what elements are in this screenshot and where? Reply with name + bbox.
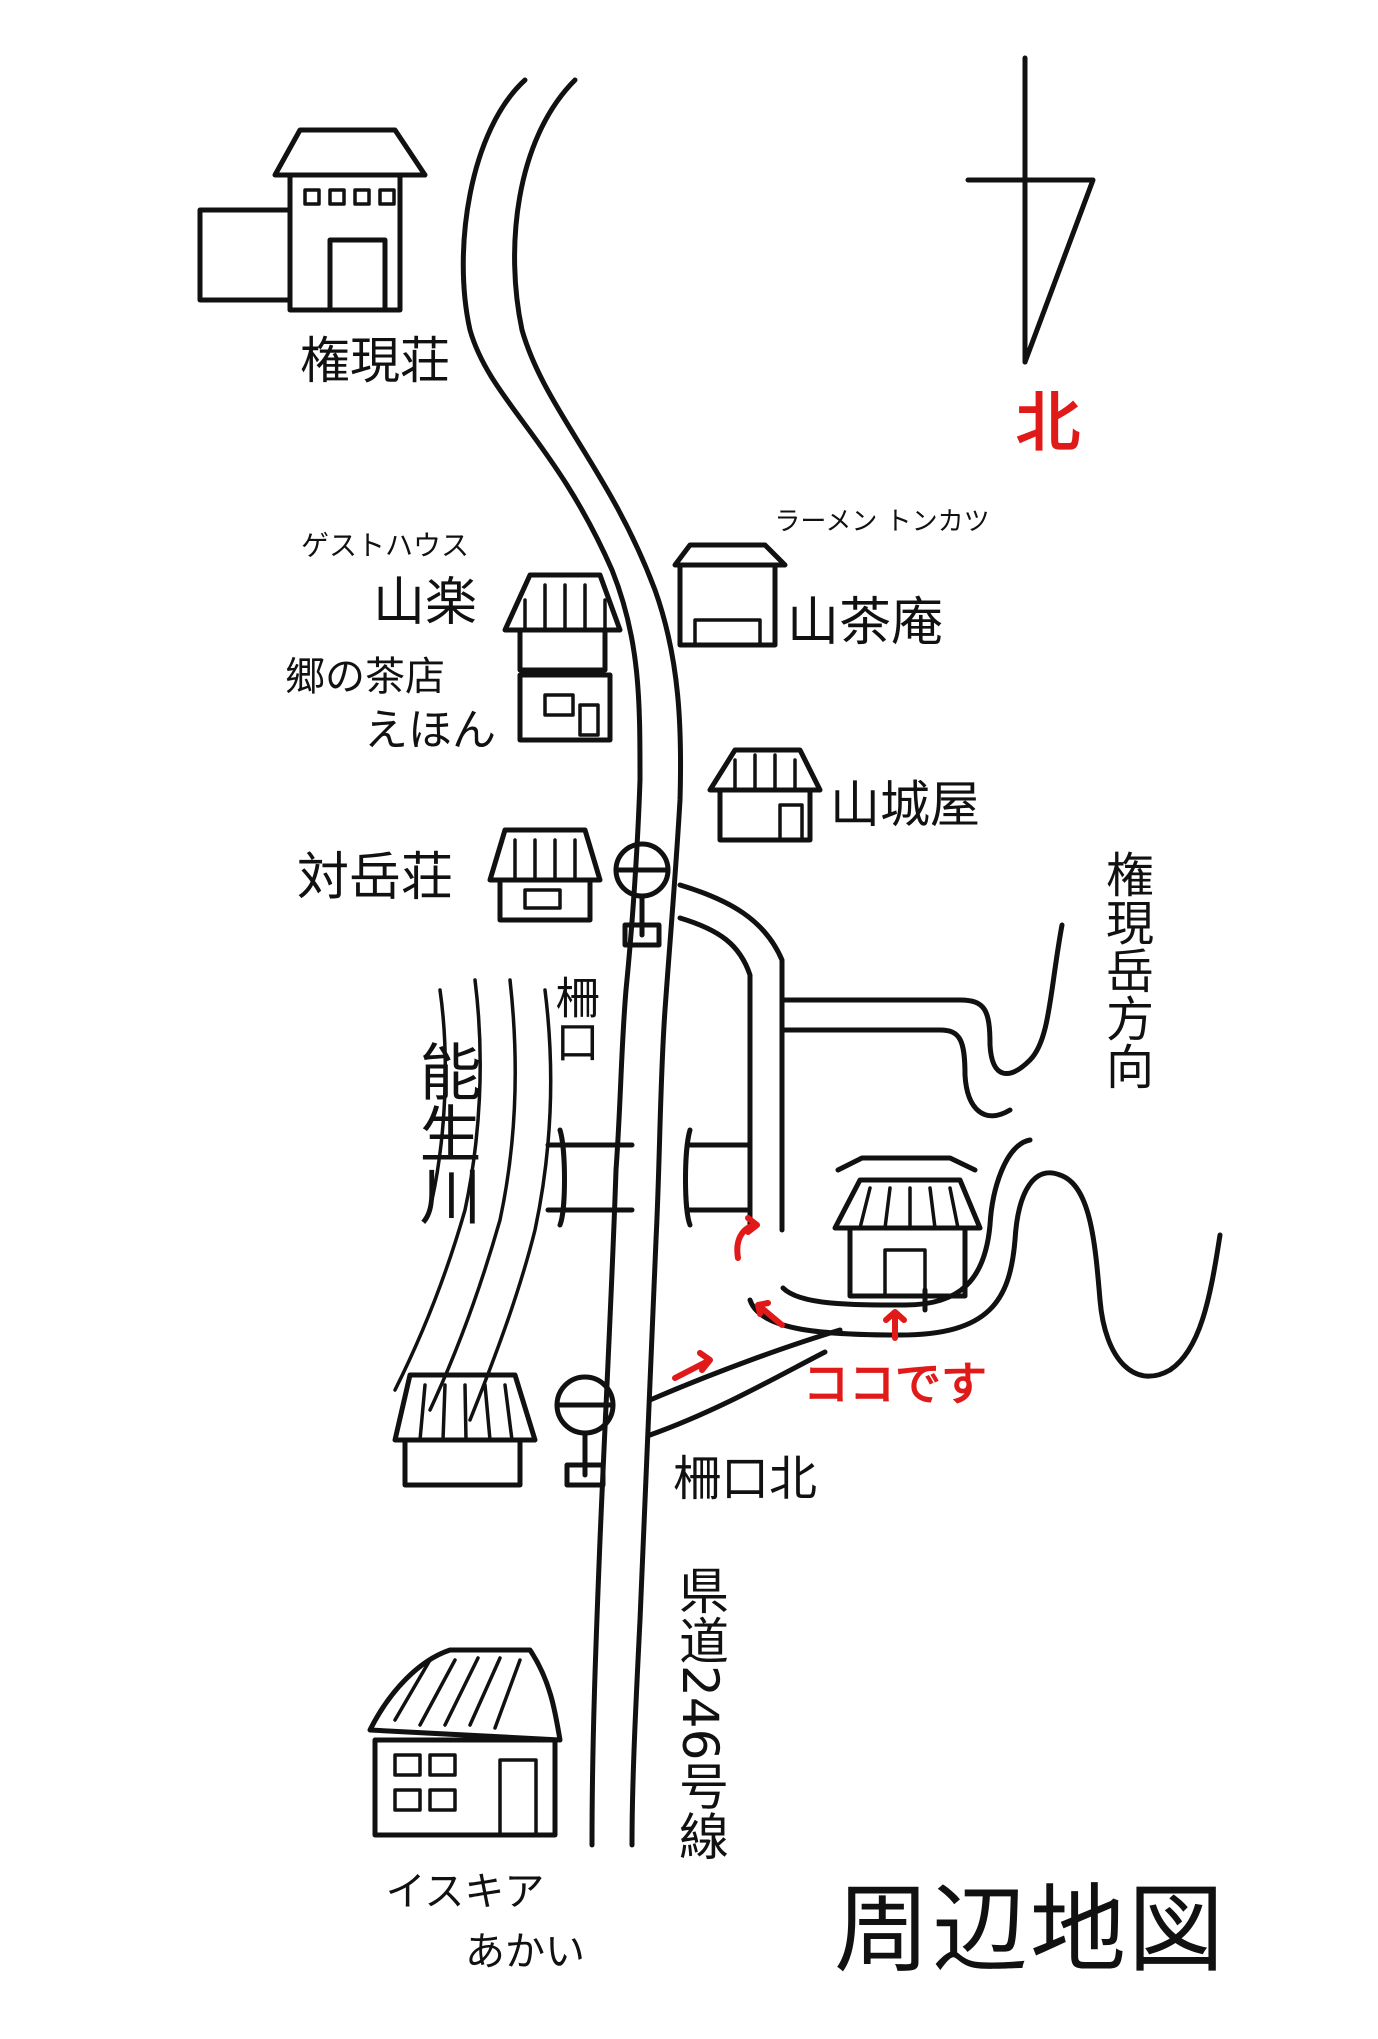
compass-icon: [965, 55, 1096, 365]
bus-stop-takuguchi-kita-icon: [554, 1374, 616, 1488]
route-arrows: [672, 1215, 907, 1381]
yamashiroya-building: [707, 747, 823, 843]
yamashiroya-label: 山城屋: [830, 776, 980, 834]
taigakusou-building: [487, 827, 603, 923]
road-to-gongendake: [677, 882, 1065, 1233]
sanraku-building: [502, 572, 623, 673]
main-road: [460, 77, 684, 1848]
ehon-building: [517, 672, 613, 743]
iskia-building: [367, 1647, 563, 1838]
ehon-label-1: 郷の茶店: [285, 654, 445, 700]
gongensou-label: 権現荘: [300, 332, 450, 390]
taigakusou-label: 対岳荘: [297, 848, 453, 908]
noh-river: [393, 978, 553, 1422]
north-label: 北: [1016, 387, 1080, 461]
sazanka-sublabel: ラーメン トンカツ: [774, 507, 989, 537]
iskia-label-1: イスキア: [386, 1869, 545, 1915]
takuguchi-kita-label: 柵口北: [673, 1451, 817, 1507]
gongensou-building: [197, 127, 428, 313]
iskia-label-2: あかい: [465, 1929, 585, 1975]
sazanka-building: [672, 542, 788, 648]
bus-stop-takuguchi-icon: [613, 841, 671, 948]
shed-building: [392, 1372, 538, 1488]
sazanka-label: 山茶庵: [787, 593, 943, 653]
destination-building: [832, 1155, 983, 1313]
sanraku-label: 山楽: [373, 573, 477, 633]
here-label: ココです: [803, 1357, 987, 1411]
bridge: [545, 1127, 753, 1228]
route-label: 県道246号線: [671, 1565, 729, 1860]
ehon-label-2: えほん: [364, 705, 496, 756]
sanraku-sublabel: ゲストハウス: [301, 529, 469, 562]
map-title: 周辺地図: [834, 1874, 1226, 1986]
noh-river-label: 能生川: [409, 1040, 482, 1226]
takuguchi-label: 柵口: [548, 975, 599, 1063]
gongendake-label: 権現岳方向: [1097, 850, 1153, 1090]
